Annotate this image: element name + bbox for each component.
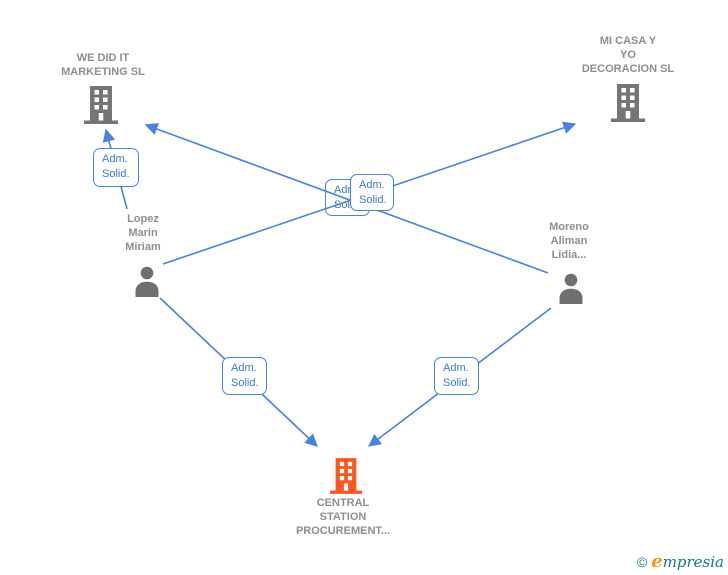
edge-label-line: Adm.: [359, 179, 385, 191]
node-label-line: Lidia...: [551, 249, 587, 261]
building-icon-highlighted[interactable]: [330, 457, 362, 500]
empresia-brand-link[interactable]: © empresia: [637, 551, 724, 572]
edge-label-line: Solid.: [102, 168, 130, 180]
edge-label-line: Adm.: [443, 362, 469, 374]
edge-label-line: Adm.: [231, 362, 257, 374]
edge-label-line: Solid.: [231, 377, 259, 389]
empresia-wordmark: empresia: [651, 551, 724, 572]
copyright-icon: ©: [636, 554, 648, 570]
person-icon[interactable]: [134, 266, 160, 302]
building-icon[interactable]: [84, 86, 118, 129]
node-label-line: DECORACION SL: [581, 63, 675, 75]
node-label-line: MARKETING SL: [61, 66, 145, 78]
edge-label-adm-solid-lopez-we-did-it[interactable]: Adm. Solid.: [93, 148, 139, 187]
node-label-we-did-it-marketing[interactable]: WE DID IT MARKETING SL: [48, 51, 158, 79]
edge-label-line: Solid.: [359, 194, 387, 206]
edge-label-line: Adm.: [102, 153, 128, 165]
node-label-central-station-procurement[interactable]: CENTRAL STATION PROCUREMENT...: [268, 496, 418, 538]
person-icon[interactable]: [558, 273, 584, 309]
node-label-line: Moreno: [549, 221, 589, 233]
node-label-line: CENTRAL: [316, 497, 370, 509]
node-label-line: YO: [620, 49, 636, 61]
node-label-line: Marin: [128, 227, 158, 239]
brand-rest: mpresia: [662, 553, 724, 571]
building-icon[interactable]: [611, 84, 645, 127]
edge-label-adm-solid-moreno-central[interactable]: Adm. Solid.: [434, 357, 479, 395]
edge-moreno-to-we-did-it: [144, 122, 549, 274]
edge-label-line: Solid.: [443, 377, 471, 389]
node-label-line: Miriam: [125, 241, 161, 253]
node-label-line: Aliman: [550, 235, 588, 247]
node-label-line: WE DID IT: [76, 52, 130, 64]
node-label-line: Lopez: [127, 213, 159, 225]
node-label-line: PROCUREMENT...: [295, 525, 391, 537]
edge-label-adm-solid-lopez-central[interactable]: Adm. Solid.: [222, 357, 267, 395]
node-label-moreno-aliman-lidia[interactable]: Moreno Aliman Lidia...: [524, 220, 614, 262]
node-label-line: STATION: [319, 511, 367, 523]
brand-letter-e: e: [651, 551, 663, 572]
edge-label-adm-solid-lopez-mi-casa[interactable]: Adm. Solid.: [350, 174, 394, 211]
node-label-mi-casa-yo-decoracion[interactable]: MI CASA Y YO DECORACION SL: [573, 34, 683, 76]
node-label-line: MI CASA Y: [599, 35, 657, 47]
node-label-lopez-marin-miriam[interactable]: Lopez Marin Miriam: [103, 212, 183, 254]
